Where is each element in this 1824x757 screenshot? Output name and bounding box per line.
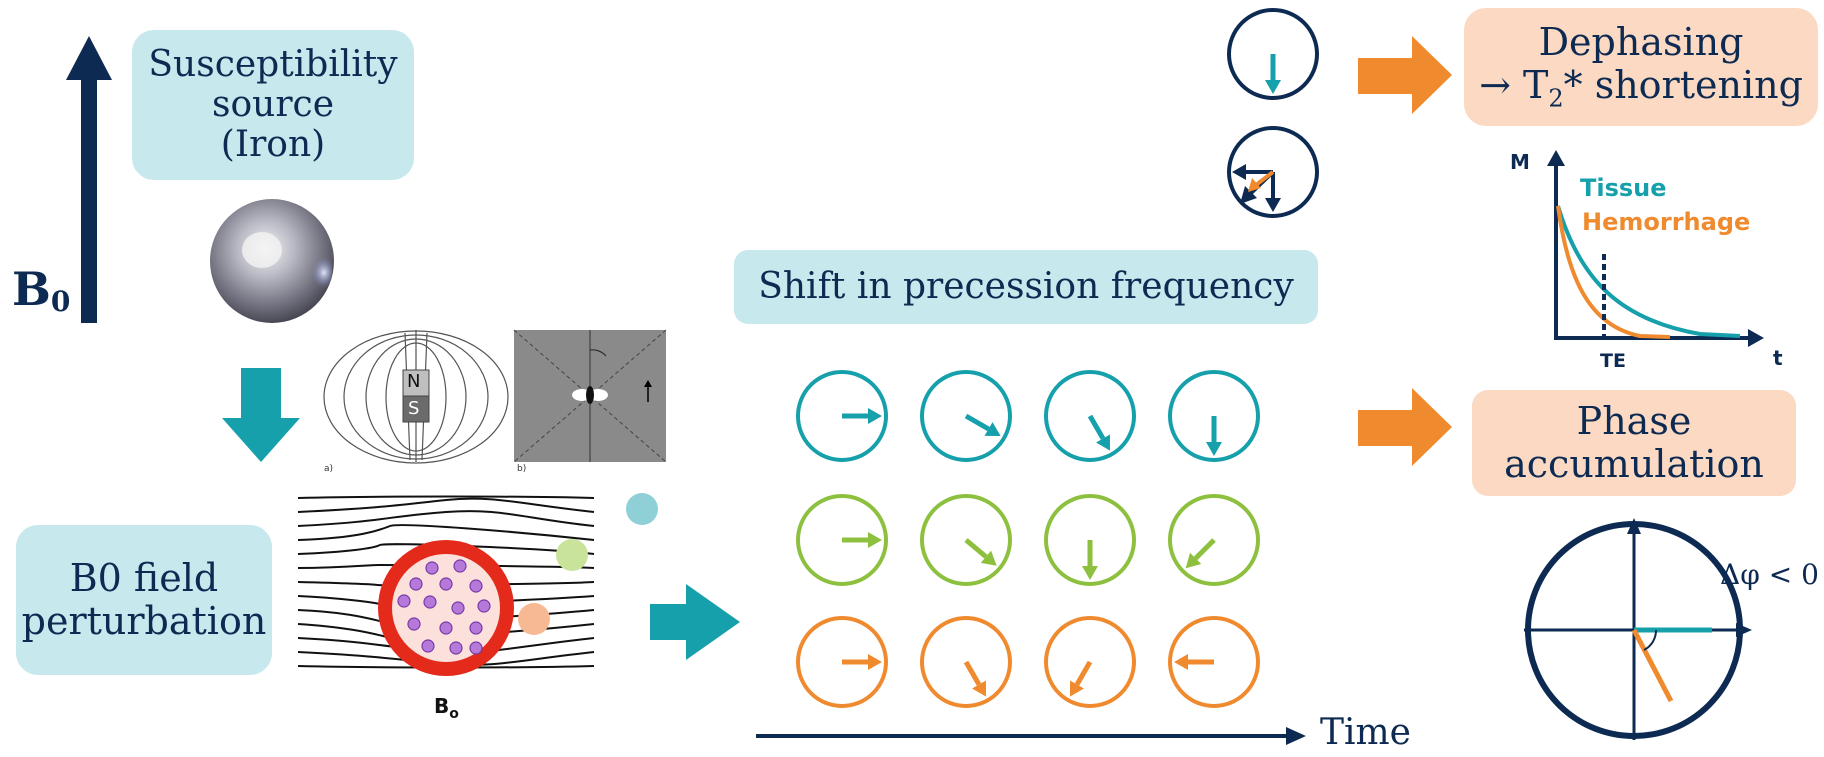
decay-te-label: TE xyxy=(1600,350,1626,372)
precession-grid xyxy=(796,370,1260,708)
precession-arrowhead-orange xyxy=(972,680,986,697)
dephasing-circle-single xyxy=(1227,8,1319,100)
decay-m-label: M xyxy=(1510,150,1530,174)
hemorrhage-curve xyxy=(1556,205,1671,339)
precession-circle-orange xyxy=(1168,616,1260,708)
field-lines-b-label: Bo xyxy=(434,694,459,722)
orange-sample-dot xyxy=(518,603,550,635)
precession-circle-orange xyxy=(1044,616,1136,708)
field-b-subscript: o xyxy=(449,706,459,722)
time-axis xyxy=(756,727,1306,745)
precession-arrowhead-green xyxy=(868,532,882,548)
iron-sphere-image xyxy=(210,199,334,323)
panel-a-label: a) xyxy=(324,464,334,474)
dephasing-line2: → T2* shortening xyxy=(1479,64,1803,112)
precession-arrow-orange xyxy=(1074,660,1093,686)
field-b-text: B xyxy=(434,694,450,718)
precession-circle-green xyxy=(1168,494,1260,586)
tissue-curve xyxy=(1556,205,1741,338)
right-arrow-teal xyxy=(650,584,740,660)
precession-arrow-orange xyxy=(963,660,982,686)
precession-circle-teal xyxy=(1168,370,1260,462)
precession-arrowhead-green xyxy=(1082,566,1098,580)
phase-circle-plot xyxy=(1524,518,1752,740)
decay-t-label: t xyxy=(1773,346,1783,370)
precession-arrow-teal xyxy=(1087,414,1106,440)
delta-phi-label: Δφ < 0 xyxy=(1720,558,1819,591)
precession-circle-green xyxy=(796,494,888,586)
green-sample-dot xyxy=(556,539,588,571)
legend-tissue: Tissue xyxy=(1580,174,1667,202)
orange-arrow-dephasing xyxy=(1358,36,1452,114)
precession-arrowhead-teal xyxy=(984,422,1001,436)
orange-arrow-phase xyxy=(1358,388,1452,466)
precession-arrow-green xyxy=(964,538,988,559)
decay-plot xyxy=(1547,150,1764,347)
time-axis-label: Time xyxy=(1320,712,1411,753)
precession-arrowhead-orange xyxy=(1174,654,1188,670)
precession-arrowhead-orange xyxy=(1070,680,1084,697)
b0-perturbation-box: B0 field perturbation xyxy=(16,525,272,675)
shift-precession-box: Shift in precession frequency xyxy=(734,250,1318,324)
precession-circle-orange xyxy=(920,616,1012,708)
dephasing-box: Dephasing → T2* shortening xyxy=(1464,8,1818,126)
magnet-n-label: N xyxy=(407,371,421,392)
magnet-field-panel xyxy=(322,330,510,464)
teal-sample-dot xyxy=(626,493,658,525)
legend-hemorrhage: Hemorrhage xyxy=(1582,208,1751,236)
precession-arrowhead-orange xyxy=(868,654,882,670)
field-lines xyxy=(297,495,595,669)
magnet-s-label: S xyxy=(408,398,420,419)
precession-circle-teal xyxy=(796,370,888,462)
precession-arrowhead-green xyxy=(980,550,997,566)
precession-arrow-green xyxy=(1193,538,1216,561)
dephasing-circle-multi xyxy=(1227,126,1319,218)
dephasing-line1: Dephasing xyxy=(1538,20,1744,65)
precession-arrowhead-teal xyxy=(1206,442,1222,456)
b0-axis-label: B0 xyxy=(12,262,70,318)
dephasing-arrow-text: → T xyxy=(1479,63,1549,108)
precession-arrowhead-teal xyxy=(1096,434,1110,451)
precession-arrowhead-teal xyxy=(868,408,882,424)
susceptibility-source-box: Susceptibility source (Iron) xyxy=(132,30,414,180)
precession-circle-teal xyxy=(1044,370,1136,462)
dephasing-subscript: 2 xyxy=(1548,84,1564,113)
b0-text: B xyxy=(12,262,51,316)
precession-circle-green xyxy=(1044,494,1136,586)
b0-subscript: 0 xyxy=(50,285,71,318)
down-arrow-teal xyxy=(222,368,300,462)
precession-arrow-teal xyxy=(964,413,990,432)
dephasing-rest-text: * shortening xyxy=(1563,63,1803,108)
dipole-field-panel xyxy=(513,329,667,463)
precession-circle-teal xyxy=(920,370,1012,462)
panel-b-label: b) xyxy=(517,464,527,474)
phase-accumulation-box: Phase accumulation xyxy=(1472,390,1796,496)
precession-circle-green xyxy=(920,494,1012,586)
blood-vessel xyxy=(378,540,514,676)
precession-circle-orange xyxy=(796,616,888,708)
b0-arrow xyxy=(66,36,112,323)
precession-arrowhead-green xyxy=(1185,552,1202,569)
